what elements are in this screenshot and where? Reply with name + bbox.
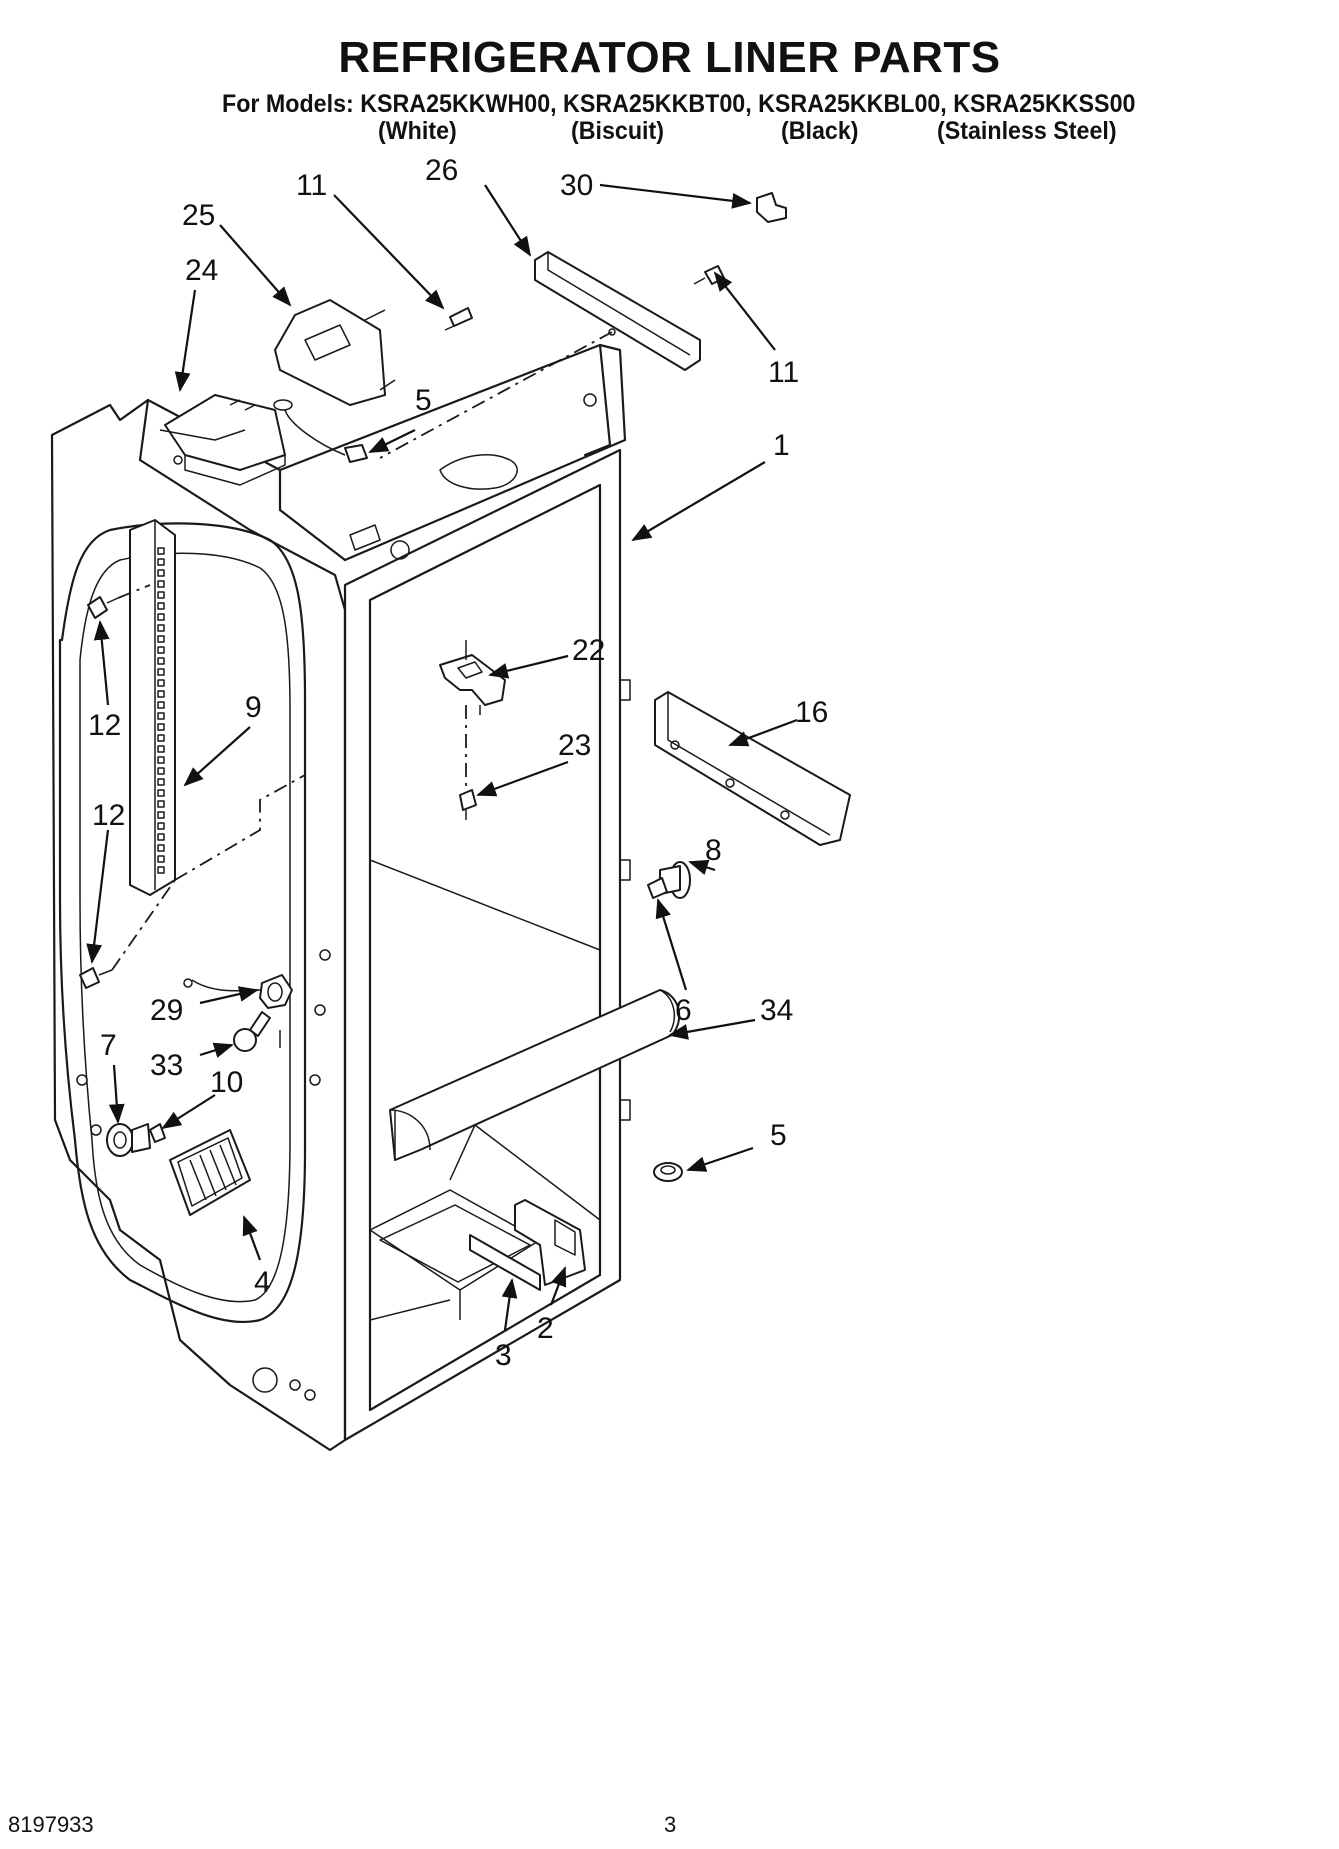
ladder-slot [157,855,165,863]
callout-5-lower: 5 [770,1119,787,1152]
ladder-slot [157,712,165,720]
document-number: 8197933 [8,1812,94,1837]
callout-29: 29 [150,994,183,1027]
part-24-control-housing [159,394,286,486]
callout-23: 23 [558,729,591,762]
refrigerator-liner [50,343,631,1452]
callout-8: 8 [705,834,722,867]
callout-1: 1 [773,429,790,462]
callout-10: 10 [210,1066,243,1099]
callout-12-upper: 12 [88,709,121,742]
ladder-slot [157,811,165,819]
dash-guide-12-lower [111,879,176,971]
callout-11-top: 11 [296,169,327,202]
ladder-slot [157,613,165,621]
part-7-knob [106,1123,151,1157]
part-11-screw-upper-left [444,307,473,331]
ladder-slot [157,822,165,830]
ladder-slot [157,866,165,874]
part-9-shelf-ladder [129,519,176,896]
ladder-slot [157,635,165,643]
page-title: REFRIGERATOR LINER PARTS [338,33,1001,82]
callout-6: 6 [675,994,692,1027]
part-16-drawer-guide [654,691,851,846]
models-line: For Models: KSRA25KKWH00, KSRA25KKBT00, … [222,90,1136,118]
callout-33: 33 [150,1049,183,1082]
part-11-screw-upper-right [693,265,725,285]
callout-3: 3 [495,1339,512,1372]
callout-4: 4 [254,1266,271,1299]
ladder-slot [157,547,165,555]
part-25-bracket [274,299,396,406]
ladder-slot [157,624,165,632]
callout-7: 7 [100,1029,117,1062]
part-12-screw-lower [79,967,113,989]
part-26-top-channel [534,251,701,371]
callout-labels: 11 26 30 25 24 11 5 1 22 16 9 12 23 12 8… [88,154,828,1372]
ladder-slot [157,690,165,698]
ladder-slot [157,833,165,841]
ladder-slot [157,789,165,797]
callout-30: 30 [560,169,593,202]
part-10-screw [149,1123,166,1143]
part-3-bracket [469,1234,541,1291]
leader-arrows [86,183,798,1331]
ladder-slot [157,668,165,676]
color-white: (White) [378,117,457,145]
page-number: 3 [664,1812,677,1837]
dash-guide-12-upper [117,584,151,599]
callout-34: 34 [760,994,793,1027]
ladder-slot [157,745,165,753]
callout-9: 9 [245,691,262,724]
part-5-plug-button [653,1162,683,1182]
part-5-wire-connector [273,399,368,463]
ladder-slot [157,657,165,665]
color-stainless-steel: (Stainless Steel) [937,117,1117,145]
part-4-air-grille [169,1129,251,1216]
ladder-slot [157,679,165,687]
ladder-slot [157,602,165,610]
ladder-slot [157,591,165,599]
callout-5-top: 5 [415,384,432,417]
callout-11-right: 11 [768,356,799,389]
ladder-slot [157,734,165,742]
part-22-bracket [439,640,506,715]
ladder-slot [157,580,165,588]
ladder-slot [157,701,165,709]
part-23-screw [459,789,477,820]
callout-26: 26 [425,154,458,187]
ladder-slot [157,756,165,764]
dash-guide-9 [174,774,306,881]
callout-22: 22 [572,634,605,667]
callout-24: 24 [185,254,218,287]
part-30-clip [756,192,787,223]
part-6-screw [647,877,668,899]
ladder-slot [157,800,165,808]
part-12-screw-upper [87,596,119,619]
ladder-slot [157,767,165,775]
callout-25: 25 [182,199,215,232]
color-black: (Black) [781,117,859,145]
part-33-light-bulb [233,1011,271,1052]
ladder-slot [157,646,165,654]
ladder-slot [157,569,165,577]
callout-16: 16 [795,696,828,729]
ladder-slot [157,844,165,852]
callout-12-lower: 12 [92,799,125,832]
color-biscuit: (Biscuit) [571,117,664,145]
ladder-slot [157,723,165,731]
callout-2: 2 [537,1312,554,1345]
part-34-cover [389,989,681,1161]
ladder-slot [157,558,165,566]
ladder-slot [157,778,165,786]
